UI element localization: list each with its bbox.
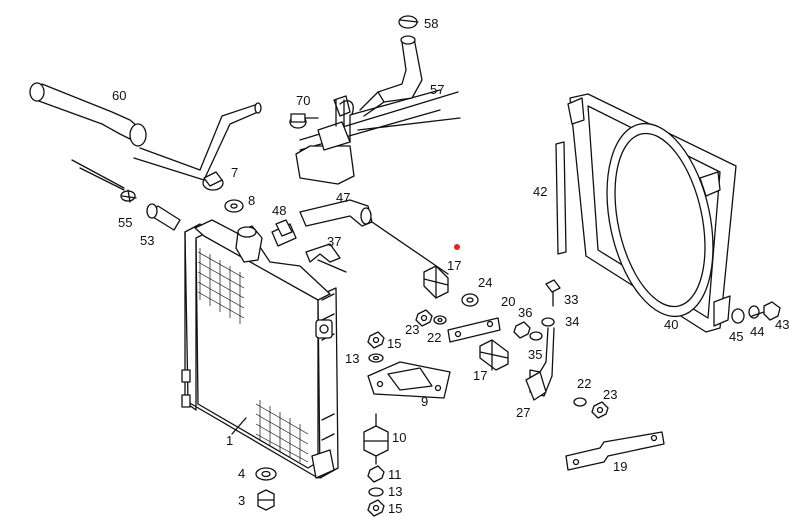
part-label-10: 10 xyxy=(392,430,407,445)
part-label-23-right: 23 xyxy=(603,387,618,402)
part-label-42: 42 xyxy=(533,184,548,199)
small-hose-drawing xyxy=(359,15,423,117)
part-label-19: 19 xyxy=(613,459,628,474)
part-label-3: 3 xyxy=(238,493,246,508)
part-label-1: 1 xyxy=(226,433,234,448)
part-label-17-lower: 17 xyxy=(473,368,488,383)
part-label-37: 37 xyxy=(327,234,342,249)
part-label-24: 24 xyxy=(478,275,493,290)
shroud-hardware-drawing xyxy=(731,301,781,324)
part-label-60: 60 xyxy=(112,88,127,103)
part-label-15-upper: 15 xyxy=(387,336,402,351)
red-marker-dot xyxy=(454,244,460,250)
hardware-right-drawing xyxy=(573,397,609,419)
rod-drawing xyxy=(555,141,567,255)
part-label-20: 20 xyxy=(501,294,516,309)
part-label-36: 36 xyxy=(518,305,533,320)
drain-plug-drawing xyxy=(255,467,277,511)
part-label-45: 45 xyxy=(729,329,744,344)
part-label-4: 4 xyxy=(238,466,246,481)
part-label-57: 57 xyxy=(430,82,445,97)
part-label-58: 58 xyxy=(424,16,439,31)
part-label-13-lower: 13 xyxy=(388,484,403,499)
upper-mount-drawing xyxy=(423,265,479,307)
part-label-43: 43 xyxy=(775,317,790,332)
overflow-hose-drawing xyxy=(275,199,449,275)
part-label-47: 47 xyxy=(336,190,351,205)
part-label-22-right: 22 xyxy=(577,376,592,391)
plate-hardware-drawing xyxy=(367,331,385,363)
part-label-55: 55 xyxy=(118,215,133,230)
part-label-48: 48 xyxy=(272,203,287,218)
part-label-53: 53 xyxy=(140,233,155,248)
part-label-22-left: 22 xyxy=(427,330,442,345)
engine-outline-drawing xyxy=(289,89,461,185)
part-label-35: 35 xyxy=(528,347,543,362)
bracket-plate-drawing xyxy=(367,361,451,399)
part-label-7: 7 xyxy=(231,165,239,180)
part-label-34: 34 xyxy=(565,314,580,329)
part-label-23-left: 23 xyxy=(405,322,420,337)
part-label-11: 11 xyxy=(388,467,402,482)
bottom-mount-drawing xyxy=(363,413,389,517)
lower-mount-drawing xyxy=(479,339,509,371)
part-label-8: 8 xyxy=(248,193,256,208)
hardware-left-drawing xyxy=(415,309,447,327)
strap-drawing xyxy=(447,317,555,343)
radiator-drawing xyxy=(181,219,339,479)
part-label-70: 70 xyxy=(296,93,311,108)
part-label-33: 33 xyxy=(564,292,579,307)
part-label-40: 40 xyxy=(664,317,679,332)
support-drawing xyxy=(525,279,561,401)
upper-hose-drawing xyxy=(29,82,262,191)
part-label-17-upper: 17 xyxy=(447,258,462,273)
cap-drawing xyxy=(202,171,244,213)
part-label-13-upper: 13 xyxy=(345,351,360,366)
fan-shroud-drawing xyxy=(567,93,737,333)
part-label-44: 44 xyxy=(750,324,765,339)
part-label-9: 9 xyxy=(421,394,429,409)
leader-line xyxy=(231,417,247,435)
part-label-15-lower: 15 xyxy=(388,501,403,516)
part-label-27: 27 xyxy=(516,405,531,420)
bracket-strap-drawing xyxy=(565,431,665,471)
clamp-sleeve-drawing xyxy=(120,189,181,231)
